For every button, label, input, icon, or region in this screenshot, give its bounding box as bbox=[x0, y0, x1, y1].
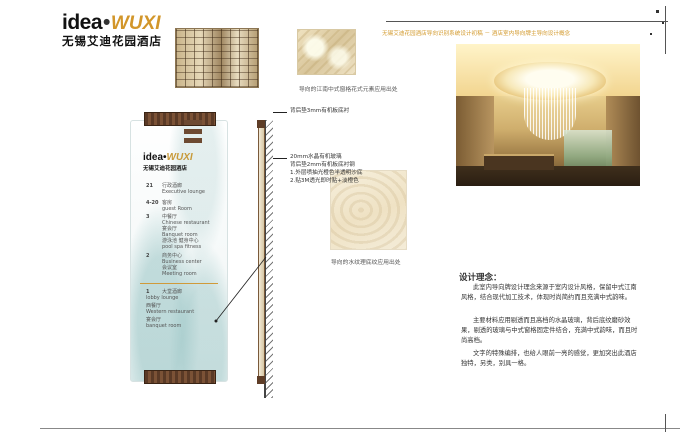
logo-dot: • bbox=[103, 11, 110, 34]
sign-lobby-entry-en: banquet room bbox=[146, 323, 182, 329]
section-top-fixing bbox=[257, 120, 265, 128]
annotation-glass-3: 1.外层喷抽光橙色半透明沙底 bbox=[290, 170, 363, 176]
lobby-render-photo bbox=[456, 44, 640, 186]
annotation-glass-4: 2.贴3M透光即时贴+淡橙色 bbox=[290, 178, 359, 184]
brand-logo: idea•WUXI bbox=[62, 11, 161, 35]
page-title: 无锡艾迪花园酒店导向识别系统设计初稿 － 酒店室内导向牌主导向设计概念 bbox=[382, 31, 571, 37]
water-texture-swatch bbox=[330, 170, 407, 250]
sign-floor-entry-en: Business center bbox=[162, 259, 202, 265]
directory-sign-panel bbox=[130, 120, 228, 382]
concept-paragraph-3: 文字的特殊编排，也给人眼前一亮的感觉，更加突出此酒店独特，另类，别具一格。 bbox=[461, 350, 637, 367]
annotation-glass-1: 20mm水晶有机玻璃 bbox=[290, 154, 342, 160]
sign-lobby-entry-en: Western restaurant bbox=[146, 309, 195, 315]
concept-paragraph-2: 主要材料应用剔透而且高档的水晶玻璃，背后底纹磨砂效果，剔透的玻璃与中式窗格固定件… bbox=[461, 317, 638, 344]
sign-floor-entry-cn: 宴会厅 bbox=[162, 226, 178, 232]
logo-chinese-name: 无锡艾迪花园酒店 bbox=[62, 34, 162, 48]
corner-vertical-rule bbox=[665, 6, 666, 54]
leader-line bbox=[273, 158, 287, 159]
wall-section-line bbox=[264, 120, 266, 398]
concept-paragraph-1: 此室内导向牌设计理念来源于室内设计风格，保留中式江南风格，结合现代加工技术，体现… bbox=[461, 284, 637, 301]
sign-lattice-bars bbox=[184, 120, 202, 148]
sign-top-lattice-cap bbox=[144, 112, 216, 126]
sign-floor-entry-en: Chinese restaurant bbox=[162, 220, 210, 226]
annotation-glass-2: 背后垫2mm有机板底衬钢 bbox=[290, 162, 355, 168]
wall-hatch bbox=[266, 120, 273, 398]
concept-title: 设计理念： bbox=[459, 273, 502, 283]
sign-floor-entry-cn: 会议室 bbox=[162, 265, 178, 271]
sign-section-profile bbox=[258, 126, 265, 380]
footer-corner-mark bbox=[665, 414, 666, 432]
sign-gold-divider bbox=[140, 283, 218, 284]
sign-floor-entry-en: pool spa fitness bbox=[162, 244, 202, 250]
sign-floor-entry-en: Executive lounge bbox=[162, 189, 205, 195]
corner-dot bbox=[662, 22, 664, 24]
corner-dot bbox=[650, 33, 652, 35]
detail-leader-svg bbox=[214, 256, 267, 323]
logo-word-idea: idea bbox=[62, 11, 103, 34]
leader-line bbox=[273, 112, 287, 113]
jade-pattern-swatch bbox=[297, 29, 356, 75]
sign-logo: idea•WUXI bbox=[143, 152, 193, 163]
sign-floor-entry-en: guest Room bbox=[162, 206, 192, 212]
sign-logo-chinese: 无锡艾迪花园酒店 bbox=[143, 166, 188, 172]
sign-lobby-entry-en: lobby lounge bbox=[146, 295, 179, 301]
sign-floor-entry-cn: 游泳池 健身中心 bbox=[162, 238, 199, 244]
sign-lobby-entry-cn: 宴会厅 bbox=[146, 317, 162, 323]
corner-dot bbox=[656, 10, 659, 13]
sign-lobby-entry-cn: 西餐厅 bbox=[146, 303, 162, 309]
sign-floor-entry-en: Meeting room bbox=[162, 271, 197, 277]
sign-bottom-lattice-cap bbox=[144, 370, 216, 384]
footer-rule bbox=[40, 428, 680, 429]
logo-word-wuxi: WUXI bbox=[110, 13, 161, 34]
jade-swatch-caption: 导向的江南中式窗格花式元素应用出处 bbox=[299, 87, 398, 93]
water-swatch-caption: 导向的水纹理底纹应用出处 bbox=[331, 260, 401, 266]
photo-reception-desk bbox=[484, 154, 554, 170]
header-rule bbox=[386, 21, 668, 22]
photo-floor bbox=[456, 166, 640, 186]
sign-floor-entry-en: Banquet room bbox=[162, 232, 198, 238]
annotation-back-panel: 背后垫3mm有机板底衬 bbox=[290, 108, 350, 114]
section-bottom-fixing bbox=[257, 376, 265, 384]
detail-leader-line bbox=[215, 256, 267, 322]
detail-leader-dot bbox=[214, 319, 218, 323]
lattice-material-swatch bbox=[175, 28, 259, 88]
